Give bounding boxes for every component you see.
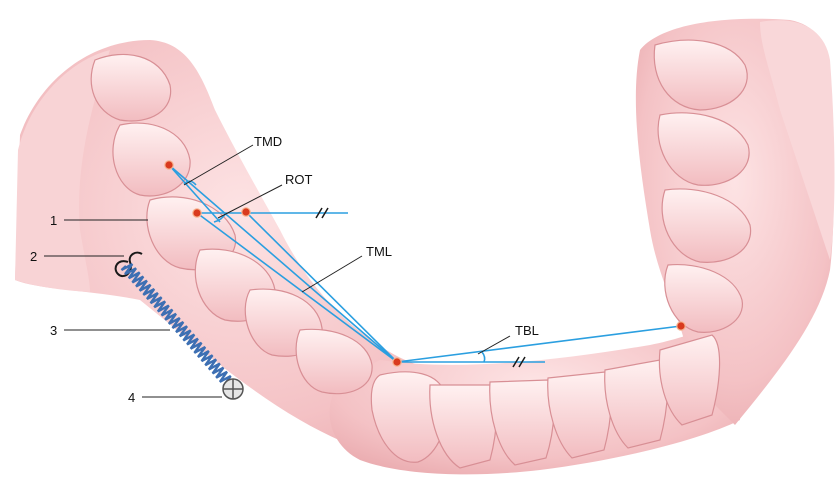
landmark-right-molar [677, 322, 685, 330]
label-tml: TML [366, 244, 392, 259]
label-part-4: 4 [128, 390, 135, 405]
label-part-3: 3 [50, 323, 57, 338]
landmark-incisor [393, 358, 401, 366]
tbl-angle-arc [482, 352, 485, 362]
label-tbl: TBL [515, 323, 539, 338]
leader-tbl [478, 336, 510, 354]
label-part-1: 1 [50, 213, 57, 228]
screw-anchor [223, 379, 243, 399]
landmark-rot-2 [242, 208, 250, 216]
landmark-tmd [165, 161, 173, 169]
label-tmd: TMD [254, 134, 282, 149]
anterior-teeth [371, 335, 719, 468]
label-part-2: 2 [30, 249, 37, 264]
landmark-rot-1 [193, 209, 201, 217]
leader-tml [302, 256, 362, 292]
label-rot: ROT [285, 172, 313, 187]
